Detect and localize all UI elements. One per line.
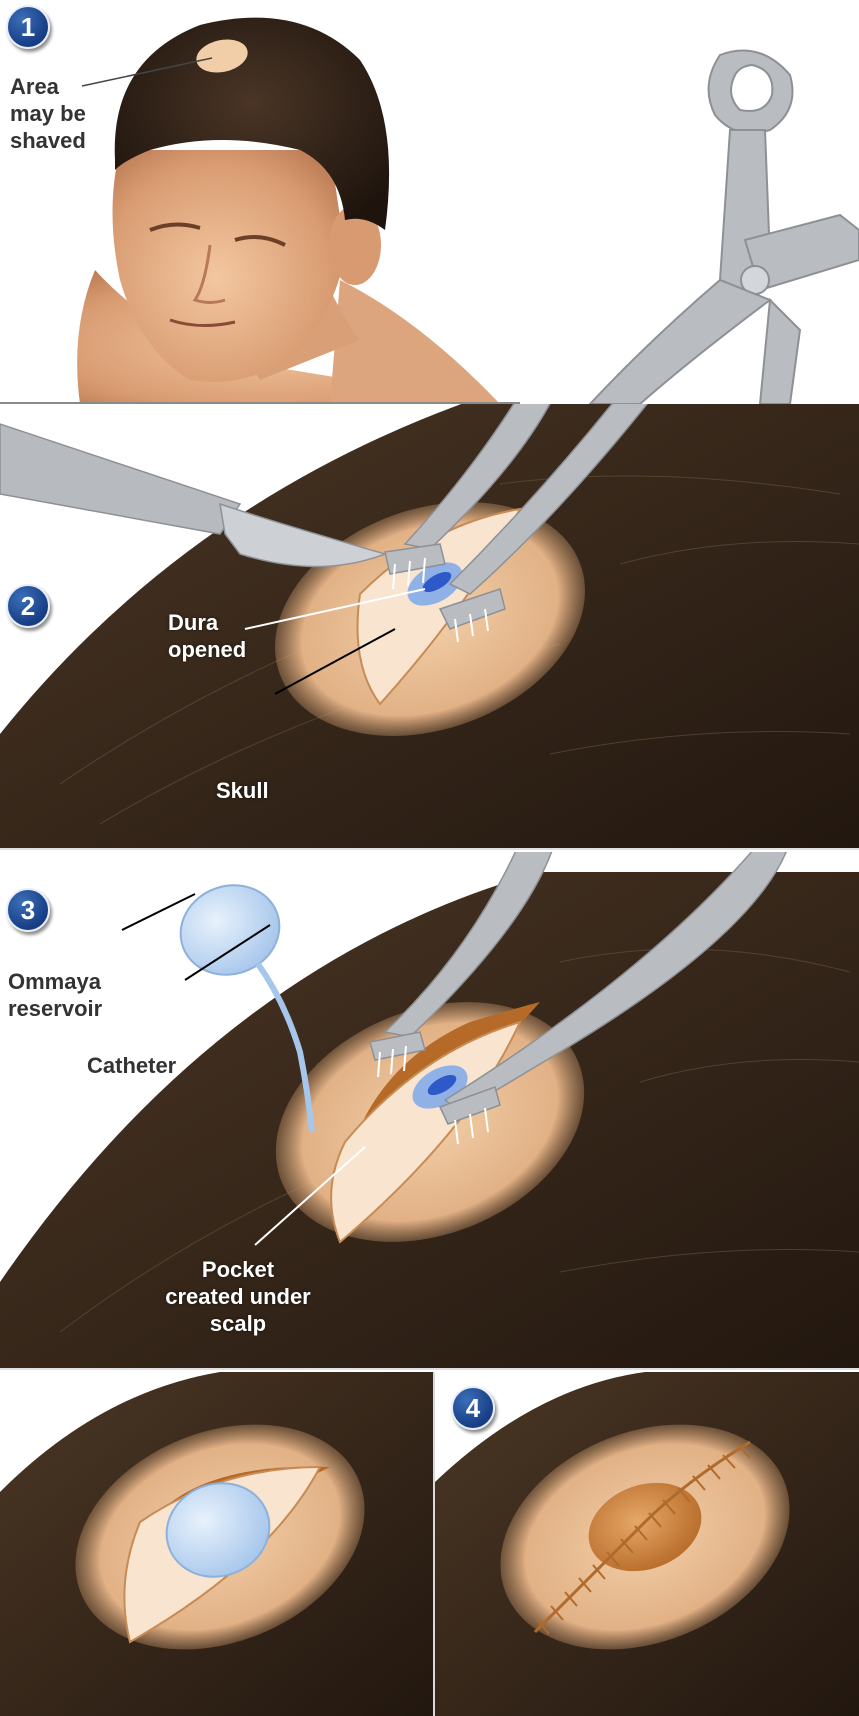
step-2-badge: 2: [6, 584, 50, 628]
pocket-label-line-3: scalp: [150, 1310, 326, 1337]
dura-label-line-1: Dura: [168, 609, 246, 636]
catheter-label: Catheter: [87, 1052, 176, 1079]
pocket-label: Pocket created under scalp: [150, 1256, 326, 1337]
head-illustration: [0, 0, 859, 404]
sutured-illustration: [435, 1372, 859, 1716]
panel-step-4: 4: [435, 1372, 859, 1716]
panel-reservoir-placed: [0, 1372, 433, 1716]
area-label-line-3: shaved: [10, 127, 86, 154]
step-3-badge: 3: [6, 888, 50, 932]
panel-step-2: 2 Dura opened Skull: [0, 404, 859, 850]
dura-opened-label: Dura opened: [168, 609, 246, 663]
area-label-line-1: Area: [10, 73, 86, 100]
pocket-label-line-1: Pocket: [150, 1256, 326, 1283]
ommaya-label-line-1: Ommaya: [8, 968, 102, 995]
step-1-badge: 1: [6, 5, 50, 49]
dura-label-line-2: opened: [168, 636, 246, 663]
retractor-instrument: [590, 51, 859, 405]
ommaya-reservoir-label: Ommaya reservoir: [8, 968, 102, 1022]
skull-label: Skull: [216, 777, 269, 804]
panel-step-1: 1 Area may be shaved: [0, 0, 859, 404]
panel-step-3: 3 Ommaya reservoir Catheter Pocket creat…: [0, 852, 859, 1370]
reservoir-placed-illustration: [0, 1372, 433, 1716]
ommaya-reservoir-icon: [168, 872, 292, 989]
bottom-panel-divider: [433, 1372, 435, 1716]
area-shaved-label: Area may be shaved: [10, 73, 86, 154]
ommaya-label-line-2: reservoir: [8, 995, 102, 1022]
incision-illustration: [0, 404, 859, 850]
pocket-illustration: [0, 852, 859, 1370]
pocket-label-line-2: created under: [150, 1283, 326, 1310]
area-label-line-2: may be: [10, 100, 86, 127]
step-4-badge: 4: [451, 1386, 495, 1430]
